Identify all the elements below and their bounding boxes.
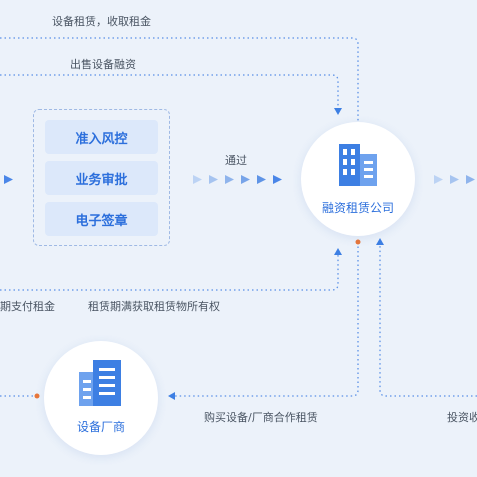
flow-lease-rent [0,37,359,122]
leasing-company-node: 融资租赁公司 [301,122,415,236]
flow-buy-equipment [168,242,359,400]
label-pass: 通过 [225,154,247,167]
flow-dot [355,239,361,245]
flow-pay-rent [0,248,342,291]
label-sell-equipment: 出售设备融资 [70,58,136,71]
outgoing-arrows [434,175,475,184]
label-pay-rent: 期支付租金 [0,300,55,313]
label-lease-rent: 设备租赁，收取租金 [52,15,151,28]
process-panel [33,109,170,246]
manufacturer-label: 设备厂商 [76,420,125,434]
label-buy-equipment: 购买设备/厂商合作租赁 [204,411,318,424]
leasing-company-label: 融资租赁公司 [321,201,394,215]
label-ownership: 租赁期满获取租赁物所有权 [88,300,220,313]
step-business-approval: 业务审批 [45,161,158,195]
step-risk-control: 准入风控 [45,120,158,154]
pass-arrows [193,175,282,184]
flow-arrow [4,175,13,184]
manufacturer-node: 设备厂商 [44,341,158,455]
building-icon [339,144,377,186]
flow-sell-equipment [0,74,342,115]
step-e-signature: 电子签章 [45,202,158,236]
label-invest: 投资收 [447,411,477,424]
flow-dot [34,393,40,399]
flow-invest [376,238,477,397]
buildings-icon [79,360,121,406]
